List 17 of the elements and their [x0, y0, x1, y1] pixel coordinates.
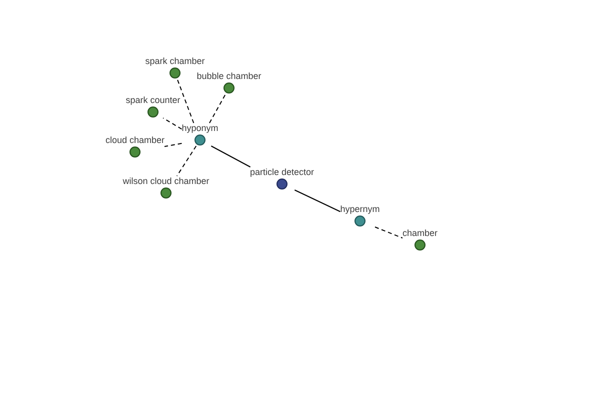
node-label: spark counter	[126, 95, 180, 105]
dashed-line	[164, 142, 182, 148]
node-label: chamber	[402, 228, 438, 238]
node-label: particle detector	[250, 167, 314, 177]
node-label: spark chamber	[145, 56, 205, 66]
node-label: wilson cloud chamber	[122, 176, 210, 186]
node-label: bubble chamber	[196, 71, 262, 81]
dashed-line	[374, 226, 403, 238]
dashed-line	[176, 146, 197, 176]
dashed-line	[208, 94, 226, 124]
connector-line	[294, 190, 341, 212]
node-label: hyponym	[182, 123, 218, 133]
connector-line	[210, 146, 251, 168]
node-label: hypernym	[340, 204, 380, 214]
node-label: cloud chamber	[105, 135, 165, 145]
dashed-line	[162, 118, 182, 130]
dashed-line	[176, 78, 194, 124]
